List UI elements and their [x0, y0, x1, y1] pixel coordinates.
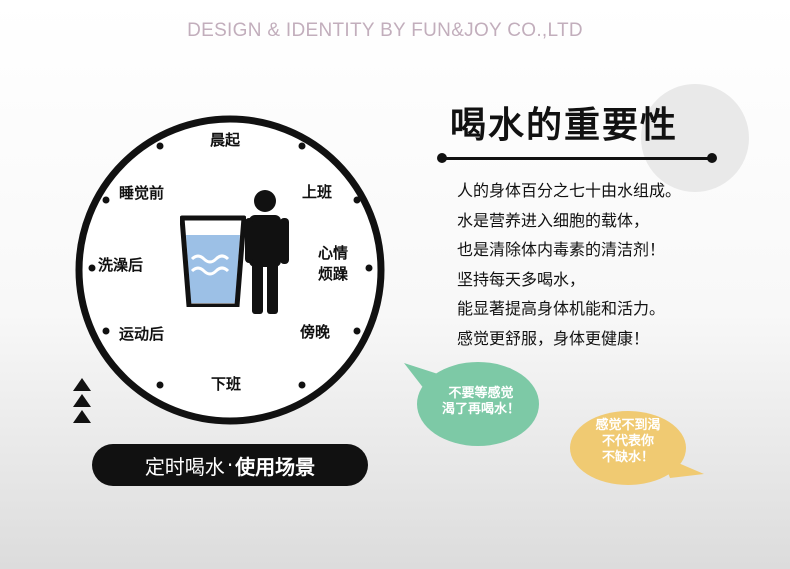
clock-label-right-2: 烦躁: [318, 265, 349, 283]
clock-label-top: 晨起: [210, 131, 241, 149]
heading-underline: [442, 157, 712, 160]
badge-separator: ·: [226, 453, 234, 477]
text-line: 水是营养进入细胞的载体，: [457, 210, 650, 230]
underline-dot-right: [707, 153, 717, 163]
clock-dots: [88, 142, 373, 389]
yellow-bubble-line: 不代表你: [601, 434, 654, 449]
person-icon: [245, 190, 289, 314]
green-bubble-line: 渴了再喝水！: [441, 402, 520, 417]
clock-label-left: 洗澡后: [98, 256, 144, 274]
text-line: 坚持每天多喝水，: [457, 269, 586, 289]
badge-part1: 定时喝水: [144, 454, 225, 479]
clock-label-upper-right: 上班: [302, 183, 333, 201]
clock-label-bottom: 下班: [211, 375, 242, 393]
triangle-icon: [73, 378, 91, 391]
clock-label-right-1: 心情: [318, 244, 349, 262]
yellow-bubble-line: 感觉不到渴: [595, 418, 661, 433]
heading-background-circle: [641, 84, 749, 192]
yellow-speech-bubble: [570, 411, 704, 485]
text-line: 也是清除体内毒素的清洁剂！: [457, 240, 666, 259]
importance-text: 人的身体百分之七十由水组成。 水是营养进入细胞的载体， 也是清除体内毒素的清洁剂…: [457, 176, 681, 353]
triangle-decoration: [73, 378, 91, 426]
badge-part2: 使用场景: [235, 454, 316, 479]
clock-label-lower-left: 运动后: [119, 325, 165, 343]
yellow-bubble-text: 感觉不到渴 不代表你 不缺水！: [578, 418, 678, 466]
triangle-icon: [73, 394, 91, 407]
yellow-bubble-line: 不缺水！: [601, 450, 654, 465]
green-speech-bubble: [404, 362, 539, 446]
clock-label-upper-left: 睡觉前: [119, 184, 165, 202]
green-bubble-text: 不要等感觉 渴了再喝水！: [426, 386, 536, 418]
water-cup-icon: [180, 215, 246, 307]
text-line: 人的身体百分之七十由水组成。: [457, 181, 682, 200]
clock-label-lower-right: 傍晚: [300, 323, 331, 341]
page-title: 喝水的重要性: [450, 105, 679, 146]
text-line: 感觉更舒服，身体更健康！: [457, 328, 650, 348]
text-line: 能显著提高身体机能和活力。: [457, 299, 666, 318]
scene-badge: 定时喝水 · 使用场景: [92, 444, 368, 486]
underline-dot-left: [437, 153, 447, 163]
brand-header: DESIGN & IDENTITY BY FUN&JOY CO.,LTD: [187, 20, 583, 41]
green-bubble-line: 不要等感觉: [448, 386, 514, 401]
triangle-icon: [73, 410, 91, 423]
